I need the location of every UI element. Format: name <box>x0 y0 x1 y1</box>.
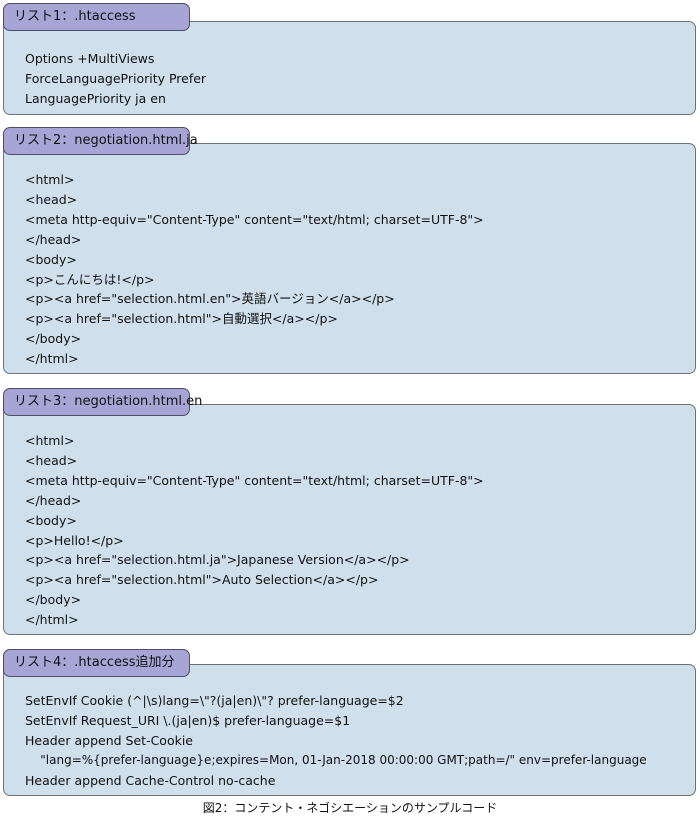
code-line: SetEnvIf Request_URI \.(ja|en)$ prefer-l… <box>25 712 351 728</box>
code-line: <p><a href="selection.html">Auto Selecti… <box>25 572 379 588</box>
listing-2-title: リスト2：negotiation.html.ja <box>3 127 198 155</box>
code-line: Options +MultiViews <box>25 51 155 66</box>
listing-4-code-panel: SetEnvIf Cookie (^|\s)lang=\"?(ja|en)\"?… <box>3 664 696 796</box>
listing-4: リスト4：.htaccess追加分 SetEnvIf Cookie (^|\s)… <box>3 649 696 796</box>
listing-2-code-panel: <html> <head> <meta http-equiv="Content-… <box>3 143 696 374</box>
listing-3-title: リスト3：negotiation.html.en <box>3 388 202 416</box>
listing-2: リスト2：negotiation.html.ja <html> <head> <… <box>3 127 696 374</box>
code-line: "lang=%{prefer-language}e;expires=Mon, 0… <box>25 752 647 767</box>
code-line: <p>こんにちは!</p> <box>25 271 155 287</box>
code-line: Header append Cache-Control no-cache <box>25 772 276 788</box>
code-line: <p>Hello!</p> <box>25 532 124 548</box>
code-line: </html> <box>25 351 79 367</box>
code-line: <p><a href="selection.html.en">英語バージョン</… <box>25 291 395 307</box>
code-line: </head> <box>25 231 82 247</box>
code-line: <head> <box>25 452 78 468</box>
code-line: <body> <box>25 512 77 528</box>
code-line: <meta http-equiv="Content-Type" content=… <box>25 472 484 488</box>
listing-3: リスト3：negotiation.html.en <html> <head> <… <box>3 388 696 635</box>
code-line: SetEnvIf Cookie (^|\s)lang=\"?(ja|en)\"?… <box>25 693 404 708</box>
code-line: <p><a href="selection.html">自動選択</a></p> <box>25 311 338 327</box>
listing-1-title: リスト1：.htaccess <box>3 3 190 31</box>
listing-1: リスト1：.htaccess Options +MultiViews Force… <box>3 3 696 115</box>
code-line: </head> <box>25 492 82 508</box>
code-line: </html> <box>25 612 79 628</box>
code-line: <body> <box>25 251 77 267</box>
code-line: </body> <box>25 331 82 347</box>
code-line: <html> <box>25 172 75 187</box>
figure-caption: 図2：コンテント・ネゴシエーションのサンプルコード <box>202 801 498 815</box>
listing-3-code-panel: <html> <head> <meta http-equiv="Content-… <box>3 404 696 635</box>
code-line: <p><a href="selection.html.ja">Japanese … <box>25 552 410 568</box>
code-line: <meta http-equiv="Content-Type" content=… <box>25 211 484 227</box>
listing-4-title: リスト4：.htaccess追加分 <box>3 649 190 677</box>
code-line: <head> <box>25 191 78 207</box>
code-line: </body> <box>25 592 82 608</box>
code-line: ForceLanguagePriority Prefer <box>25 70 207 86</box>
listing-1-code-panel: Options +MultiViews ForceLanguagePriorit… <box>3 21 696 115</box>
code-line: LanguagePriority ja en <box>25 90 166 106</box>
code-line: <html> <box>25 433 75 448</box>
code-line: Header append Set-Cookie <box>25 732 193 748</box>
